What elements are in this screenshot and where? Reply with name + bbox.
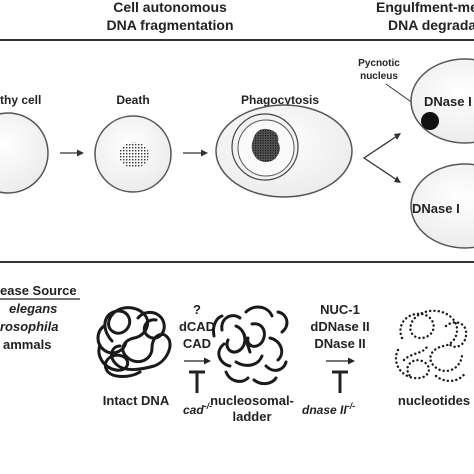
organism-2: rosophila bbox=[0, 319, 59, 334]
arrow-step1 bbox=[184, 357, 211, 365]
step2-dnase: DNase II bbox=[314, 336, 365, 351]
header-engulfment-line2: DNA degrada bbox=[388, 17, 474, 33]
step1-cad: CAD bbox=[183, 336, 211, 351]
label-death: Death bbox=[116, 93, 149, 107]
step1-question: ? bbox=[193, 302, 201, 317]
step2-mutant: dnase II-/- bbox=[302, 401, 355, 417]
label-pycnotic-line1: Pycnotic bbox=[358, 58, 400, 69]
nucleosomal-ladder-strand bbox=[212, 305, 289, 386]
step2-nuc1: NUC-1 bbox=[320, 302, 360, 317]
arrow-death-to-phagocytosis bbox=[183, 149, 208, 157]
organism-1: elegans bbox=[9, 301, 57, 316]
label-phagocytosis: Phagocytosis bbox=[241, 93, 319, 107]
condensed-chromatin bbox=[119, 142, 149, 168]
inhibition-step2 bbox=[332, 370, 348, 393]
label-ladder-line2: ladder bbox=[232, 409, 271, 424]
branch-arrows bbox=[362, 133, 401, 183]
label-dnase-top: DNase I bbox=[424, 94, 472, 109]
inhibition-step1 bbox=[189, 370, 205, 393]
label-healthy-cell: thy cell bbox=[0, 93, 41, 107]
step1-dcad: dCAD bbox=[179, 319, 215, 334]
engulfed-nucleus bbox=[251, 128, 280, 162]
label-ladder-line1: nucleosomal- bbox=[210, 393, 294, 408]
step1-mutant: cad-/- bbox=[183, 401, 212, 417]
label-pycnotic-line2: nucleus bbox=[360, 71, 398, 82]
arrow-healthy-to-death bbox=[60, 149, 84, 157]
label-intact-dna: Intact DNA bbox=[103, 393, 170, 408]
pycnotic-nucleus bbox=[421, 112, 439, 130]
label-nucleotides: nucleotides bbox=[398, 393, 470, 408]
organism-3: ammals bbox=[3, 337, 51, 352]
header-cell-autonomous-line1: Cell autonomous bbox=[113, 0, 227, 15]
arrow-step2 bbox=[326, 357, 355, 365]
healthy-cell bbox=[0, 112, 49, 194]
intact-dna-strand bbox=[96, 306, 172, 378]
header-engulfment-line1: Engulfment-me bbox=[376, 0, 474, 15]
header-cell-autonomous-line2: DNA fragmentation bbox=[106, 17, 233, 33]
cell-dnase-bottom bbox=[410, 163, 474, 249]
label-dnase-bottom: DNase I bbox=[412, 201, 460, 216]
nuclease-source-heading: ease Source bbox=[0, 283, 77, 298]
nucleotides-dotted-strand bbox=[394, 309, 468, 383]
step2-ddnase: dDNase II bbox=[310, 319, 369, 334]
